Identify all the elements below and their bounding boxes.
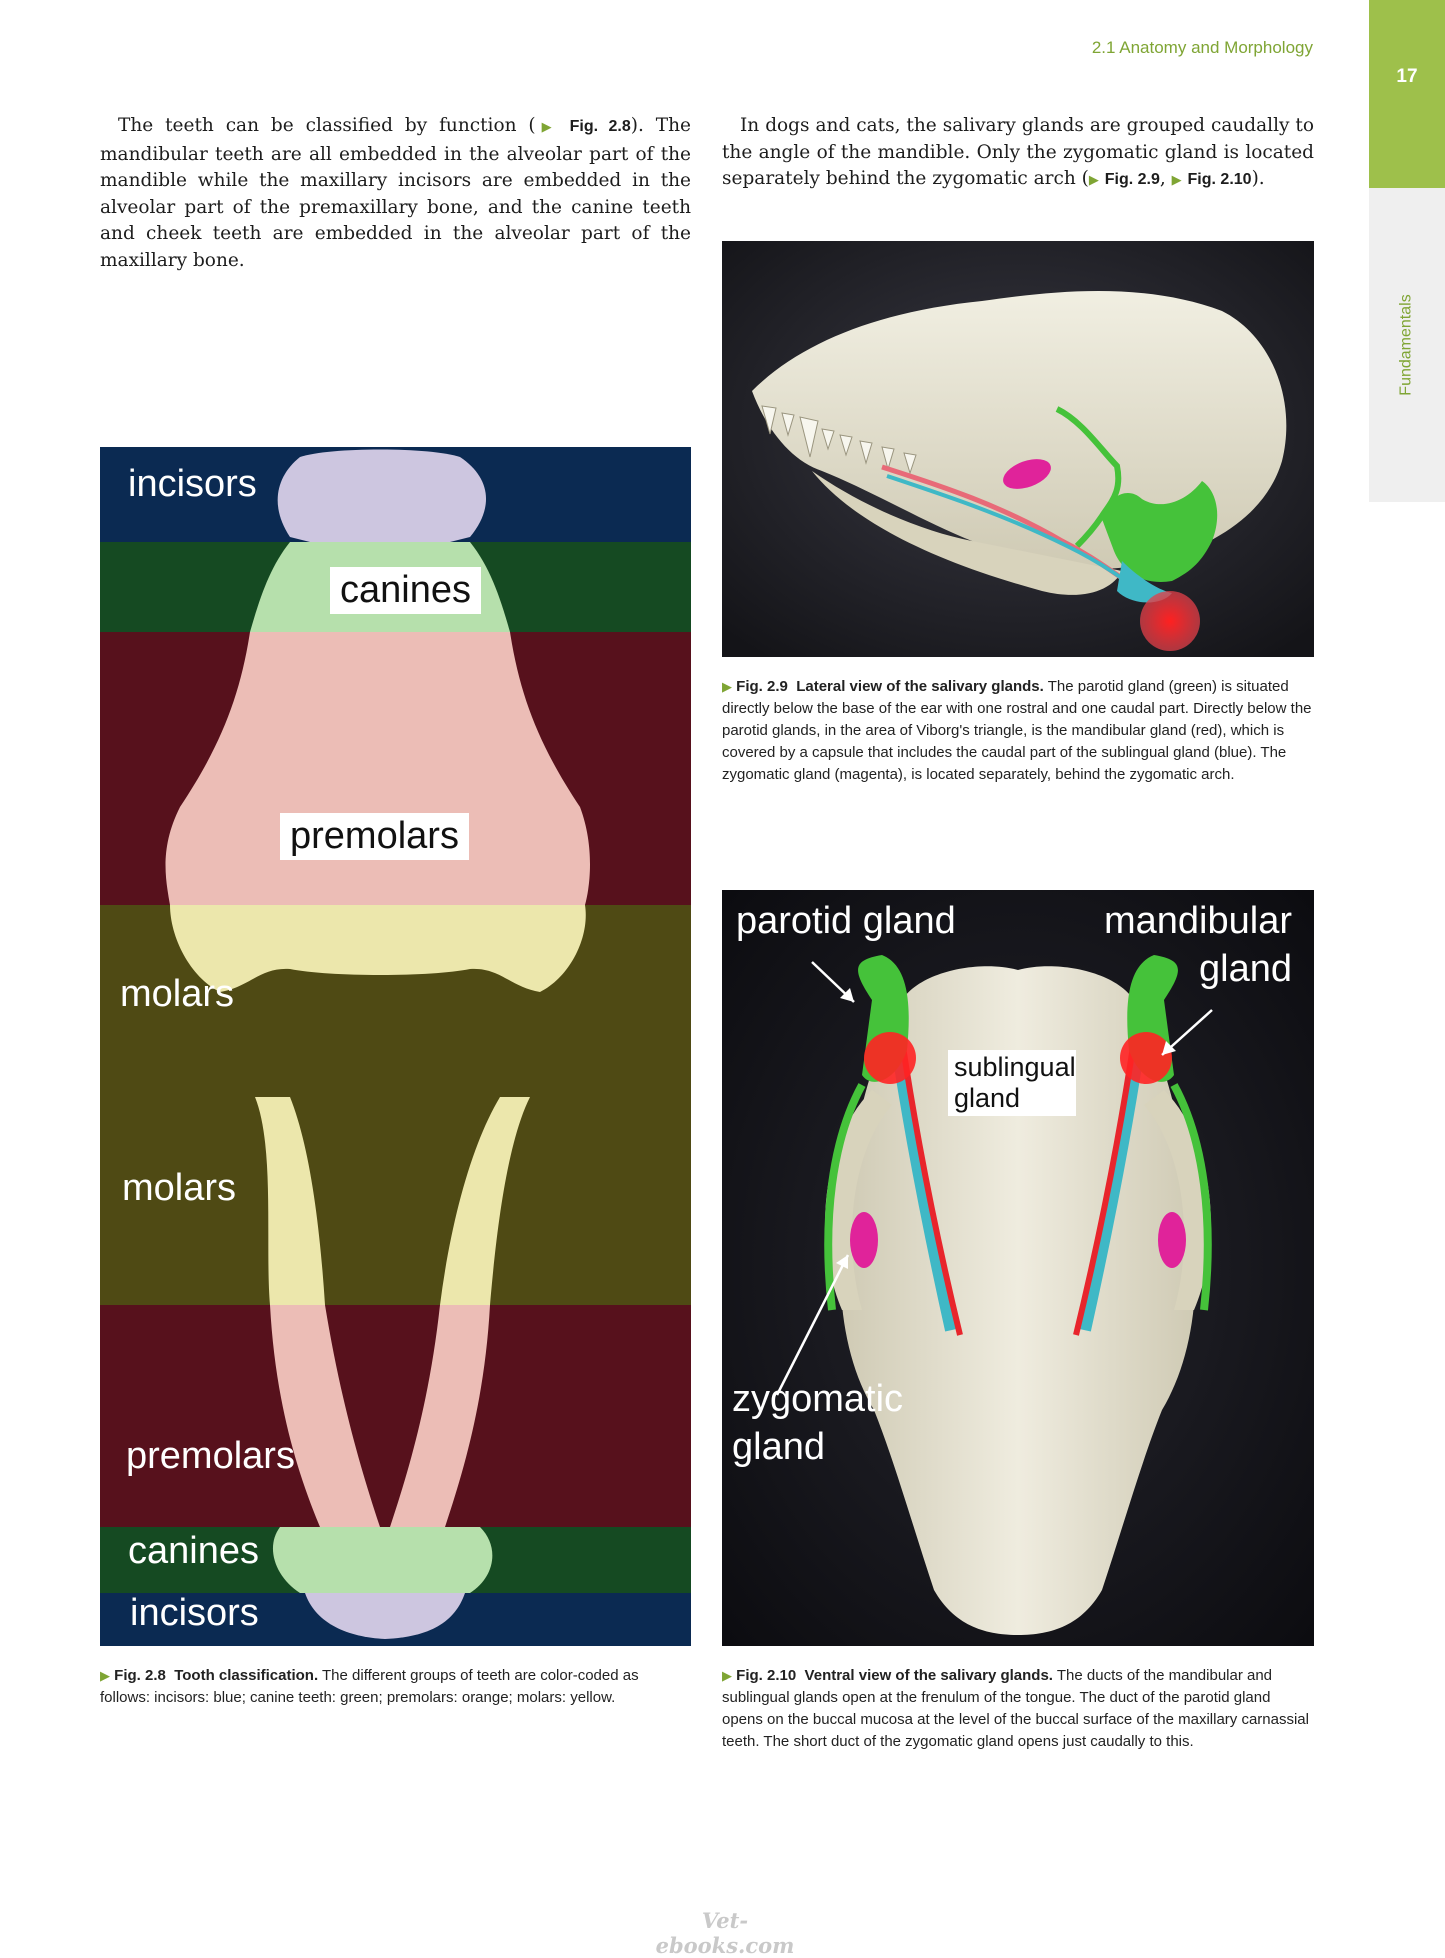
- section-tab-label: Fundamentals: [1398, 294, 1416, 396]
- zygomatic-gland-shape: [1003, 459, 1051, 489]
- running-title: 2.1 Anatomy and Morphology: [1091, 38, 1313, 57]
- fig-2-10-caption: ▶ Fig. 2.10 Ventral view of the salivary…: [722, 1665, 1314, 1753]
- fig-2-9-caption: ▶ Fig. 2.9 Lateral view of the salivary …: [722, 676, 1314, 786]
- zygomatic-gland-left: [850, 1212, 878, 1268]
- triangle-right-icon: ▶: [722, 1668, 732, 1683]
- paragraph-teeth-classification: The teeth can be classified by function …: [100, 115, 691, 271]
- fig-2-8-image: incisors canines premolars molars molars…: [100, 447, 691, 1646]
- arrow-icon: [1162, 1041, 1176, 1055]
- section-tab: [1369, 188, 1445, 502]
- caption-number: Fig. 2.10: [736, 1667, 797, 1684]
- label-incisors-top: incisors: [128, 463, 257, 505]
- caption-title: Tooth classification.: [174, 1667, 319, 1684]
- label-sublingual-gland: sublingual gland: [954, 1052, 1076, 1113]
- ventral-skull-illustration: [722, 890, 1314, 1646]
- triangle-right-icon: ▶: [1171, 173, 1182, 188]
- caption-title: Ventral view of the salivary glands.: [804, 1667, 1053, 1684]
- fig-ref-2-10[interactable]: Fig. 2.10: [1187, 171, 1252, 188]
- arrow-icon: [840, 988, 854, 1002]
- mandibular-duct-right: [1073, 1039, 1137, 1336]
- fig-2-9-image: [722, 241, 1314, 657]
- fig-ref-2-9[interactable]: Fig. 2.9: [1104, 171, 1160, 188]
- caption-text: The ducts of the mandibular and sublingu…: [722, 1667, 1309, 1750]
- watermark: Vet-ebooks.com: [655, 1908, 795, 1958]
- label-canines-top: canines: [330, 567, 481, 614]
- section-tab-label-wrap: Fundamentals: [1369, 188, 1445, 502]
- paragraph-salivary-glands: In dogs and cats, the salivary glands ar…: [722, 115, 1314, 189]
- left-column-text: The teeth can be classified by function …: [100, 113, 691, 274]
- caption-number: Fig. 2.8: [114, 1667, 166, 1684]
- caption-text: The different groups of teeth are color-…: [100, 1667, 639, 1706]
- label-molars-bottom: molars: [122, 1167, 237, 1209]
- label-premolars-top: premolars: [280, 813, 469, 860]
- page-number: 17: [1396, 66, 1418, 87]
- right-column-text: In dogs and cats, the salivary glands ar…: [722, 113, 1314, 195]
- fig-2-8-caption: ▶ Fig. 2.8 Tooth classification. The dif…: [100, 1665, 691, 1709]
- parotid-gland-shape: [1102, 481, 1218, 582]
- sublingual-gland-shape: [1117, 561, 1172, 603]
- mandibular-duct-left: [899, 1039, 963, 1336]
- label-molars-top: molars: [120, 973, 235, 1015]
- label-mandibular-line2: gland: [1199, 948, 1292, 990]
- skull-shape: [752, 291, 1287, 570]
- skull-shape: [840, 966, 1196, 1635]
- label-canines-bottom: canines: [128, 1530, 259, 1572]
- chapter-tab: [1369, 0, 1445, 188]
- mandibular-gland-shape: [1140, 591, 1200, 651]
- label-parotid-gland: parotid gland: [736, 900, 956, 942]
- caption-number: Fig. 2.9: [736, 678, 788, 695]
- label-zygomatic-line1: zygomatic: [732, 1378, 904, 1420]
- triangle-right-icon: ▶: [100, 1668, 110, 1683]
- label-mandibular-line1: mandibular: [1104, 900, 1292, 942]
- zygomatic-gland-right: [1158, 1212, 1186, 1268]
- caption-title: Lateral view of the salivary glands.: [796, 678, 1044, 695]
- lateral-skull-illustration: [722, 241, 1314, 657]
- caption-text: The parotid gland (green) is situated di…: [722, 678, 1312, 783]
- fig-2-10-image: parotid gland mandibular gland sublingua…: [722, 890, 1314, 1646]
- mandibular-gland-left: [864, 1032, 916, 1084]
- label-zygomatic-line2: gland: [732, 1426, 825, 1468]
- parotid-duct-line: [1055, 406, 1122, 549]
- triangle-right-icon: ▶: [722, 679, 732, 694]
- triangle-right-icon: ▶: [1088, 173, 1099, 188]
- triangle-right-icon: ▶: [535, 120, 558, 135]
- arrow-icon: [836, 1255, 848, 1269]
- fig-ref-2-8[interactable]: Fig. 2.8: [569, 118, 631, 135]
- mandibular-gland-right: [1120, 1032, 1172, 1084]
- label-premolars-bottom: premolars: [126, 1435, 295, 1477]
- label-incisors-bottom: incisors: [130, 1592, 259, 1634]
- tooth-bands-illustration: [100, 447, 691, 1646]
